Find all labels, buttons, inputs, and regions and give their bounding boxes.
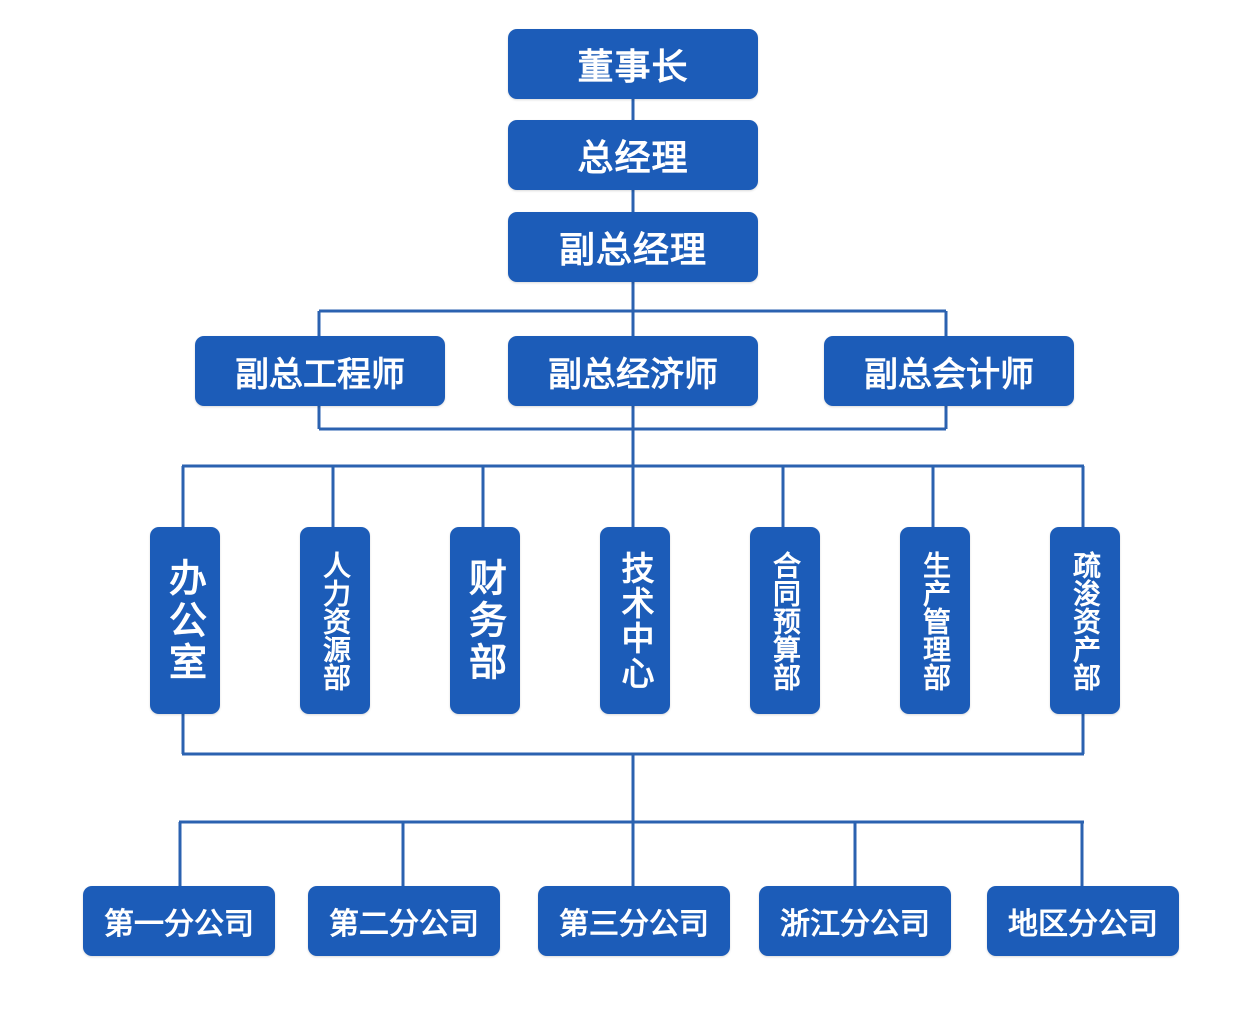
branch-zhejiang-box: 浙江分公司 <box>759 886 951 956</box>
department-finance-box: 财务部 <box>450 527 520 714</box>
department-production-box: 生产管理部 <box>900 527 970 714</box>
deputy-general-manager-box: 副总经理 <box>508 212 758 282</box>
branch-first-box: 第一分公司 <box>83 886 275 956</box>
chairman-box: 董事长 <box>508 29 758 99</box>
department-office-box: 办公室 <box>150 527 220 714</box>
branch-third-box: 第三分公司 <box>538 886 730 956</box>
branch-regional-box: 地区分公司 <box>987 886 1179 956</box>
deputy-chief-engineer-box: 副总工程师 <box>195 336 445 406</box>
department-hr-box: 人力资源部 <box>300 527 370 714</box>
deputy-chief-economist-box: 副总经济师 <box>508 336 758 406</box>
deputy-chief-accountant-box: 副总会计师 <box>824 336 1074 406</box>
branch-second-box: 第二分公司 <box>308 886 500 956</box>
department-tech-center-box: 技术中心 <box>600 527 670 714</box>
department-contract-budget-box: 合同预算部 <box>750 527 820 714</box>
general-manager-box: 总经理 <box>508 120 758 190</box>
department-dredging-assets-box: 疏浚资产部 <box>1050 527 1120 714</box>
